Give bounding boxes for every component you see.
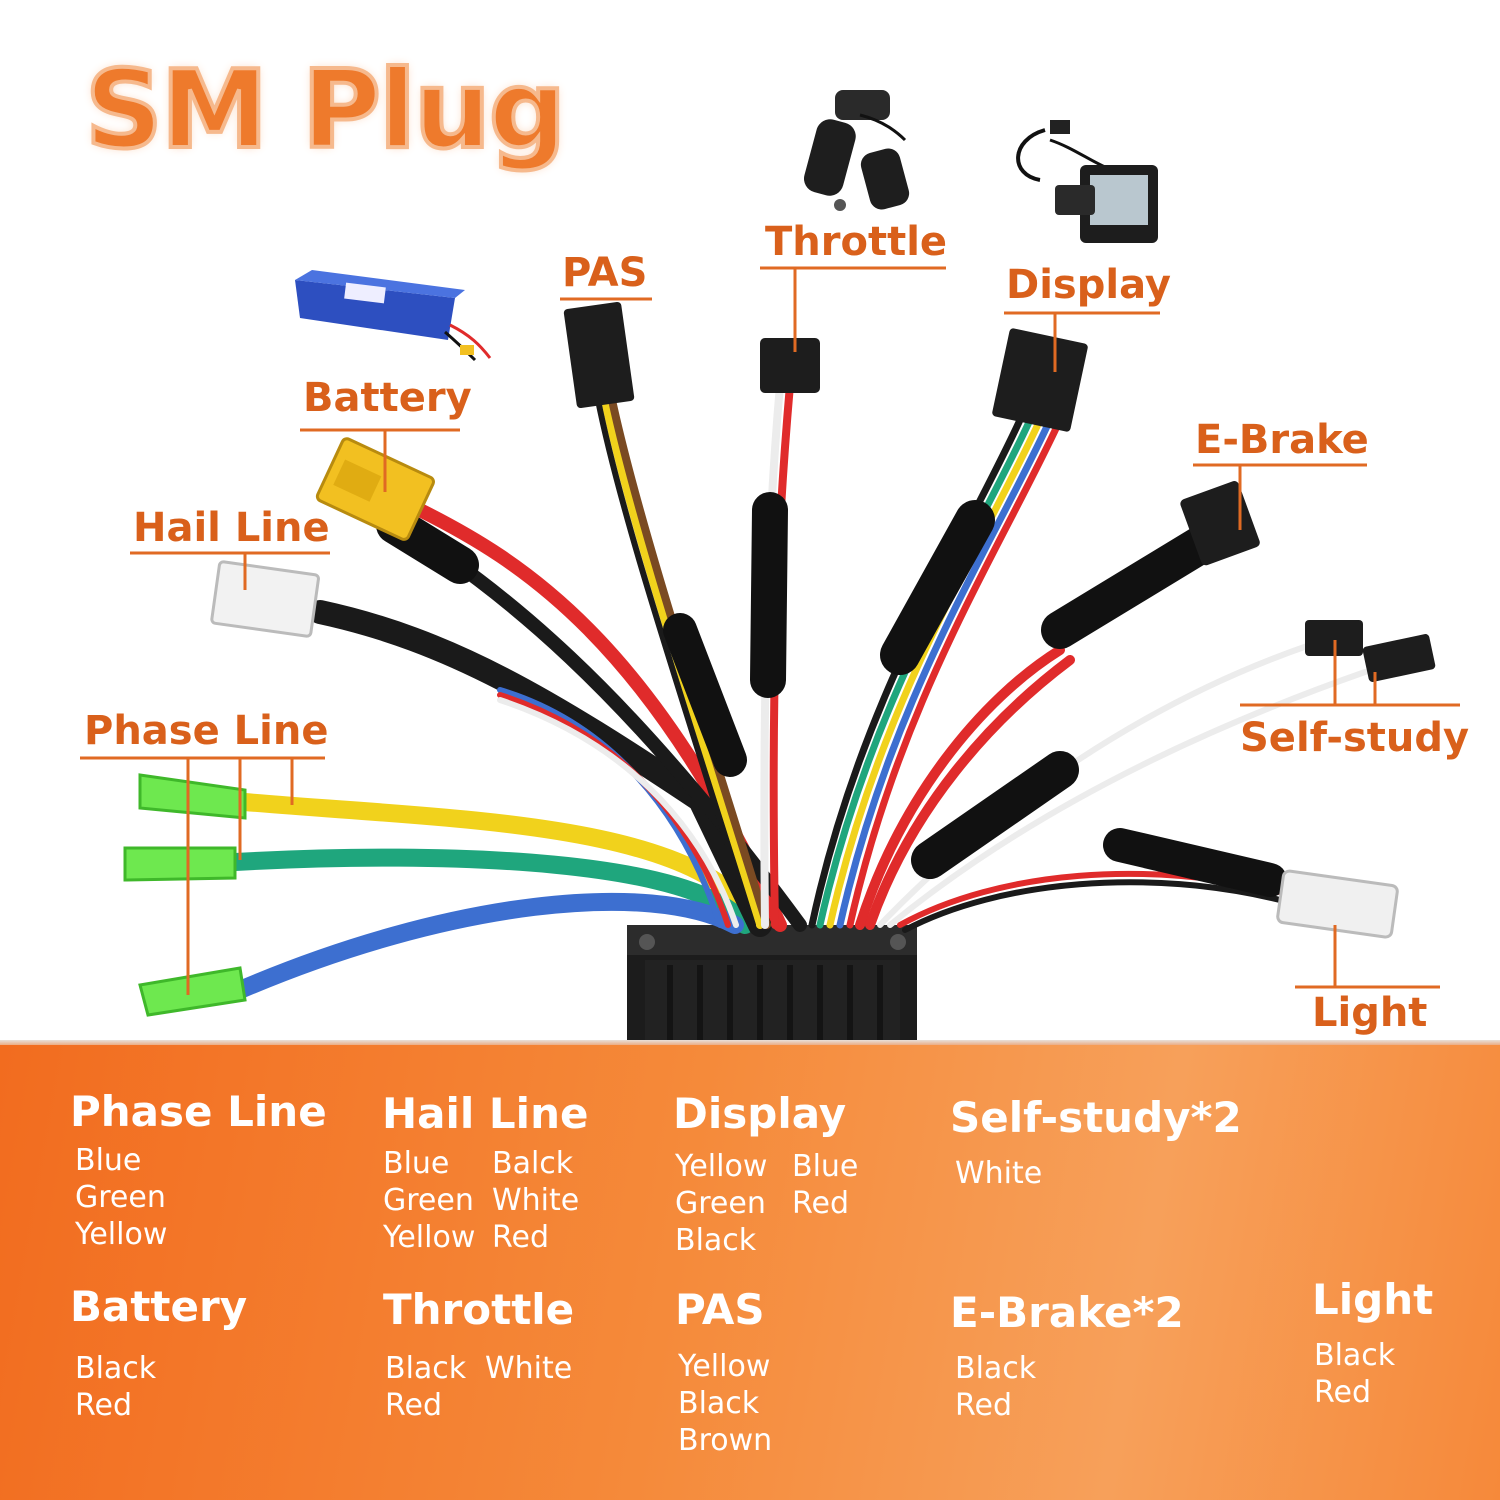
- light-heading: Light: [1312, 1275, 1434, 1324]
- battery-heading: Battery: [70, 1282, 248, 1331]
- display-cable: [808, 328, 1088, 929]
- battery-pack-image: [295, 270, 492, 362]
- hail-line-colors-col2: Balck White Red: [492, 1146, 580, 1255]
- light-colors: Black Red: [1314, 1338, 1396, 1410]
- light-cable: [897, 828, 1399, 939]
- e-brake-heading: E-Brake*2: [950, 1288, 1184, 1337]
- self-study-cable: [877, 620, 1436, 928]
- pas-cable: [563, 301, 771, 929]
- battery-colors: Black Red: [75, 1351, 157, 1423]
- hail-line-colors-col1: Blue Green Yellow: [383, 1146, 476, 1255]
- display-colors-col1: Yellow Green Black: [675, 1149, 768, 1258]
- label-pas: PAS: [562, 250, 648, 296]
- self-study-colors: White: [955, 1156, 1043, 1191]
- throttle-colors-col1: Black Red: [385, 1351, 467, 1423]
- label-hail-line: Hail Line: [133, 505, 330, 551]
- label-leaders: [80, 266, 1460, 995]
- self-study-heading: Self-study*2: [950, 1093, 1242, 1142]
- throttle-cable: [750, 338, 820, 929]
- pas-heading: PAS: [675, 1285, 765, 1334]
- pas-colors: Yellow Black Brown: [678, 1349, 773, 1458]
- label-self-study: Self-study: [1240, 715, 1470, 761]
- phase-line-colors: Blue Green Yellow: [75, 1143, 168, 1252]
- label-phase-line: Phase Line: [84, 708, 329, 754]
- e-brake-cable: [855, 481, 1260, 930]
- label-throttle: Throttle: [765, 219, 948, 265]
- throttle-grip-image: [803, 90, 910, 211]
- phase-line-heading: Phase Line: [70, 1087, 327, 1136]
- lcd-display-image: [1016, 120, 1158, 243]
- e-brake-colors: Black Red: [955, 1351, 1037, 1423]
- wire-color-table: Phase Line Blue Green Yellow Hail Line B…: [0, 1045, 1500, 1500]
- throttle-colors-col2: White: [485, 1351, 573, 1386]
- phase-terminals: [123, 773, 247, 1017]
- hail-line-cable: [210, 560, 772, 937]
- label-display: Display: [1006, 262, 1171, 308]
- label-battery: Battery: [303, 375, 472, 421]
- page-title: SM Plug: [83, 46, 568, 175]
- display-heading: Display: [673, 1089, 847, 1138]
- label-light: Light: [1312, 990, 1428, 1036]
- throttle-heading: Throttle: [383, 1285, 575, 1334]
- display-colors-col2: Blue Red: [792, 1149, 859, 1221]
- controller-box: [627, 925, 917, 1050]
- label-e-brake: E-Brake: [1195, 417, 1369, 463]
- hail-line-heading: Hail Line: [382, 1089, 589, 1138]
